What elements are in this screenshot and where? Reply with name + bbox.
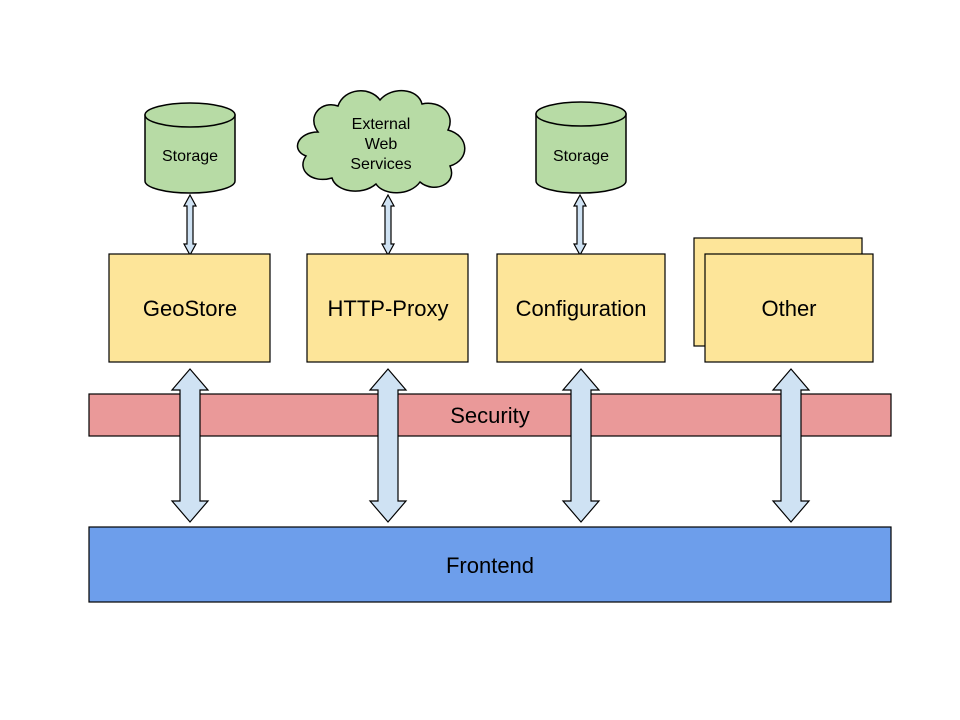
services-line-1: External (352, 116, 411, 133)
geostore-label: GeoStore (143, 296, 237, 321)
cylinder-body (144, 114, 236, 194)
security-label: Security (450, 403, 529, 428)
other-label: Other (761, 296, 816, 321)
other-box-front (704, 253, 874, 363)
arrow-geostore-frontend (170, 368, 210, 523)
http-proxy-label: HTTP-Proxy (328, 296, 449, 321)
frontend-label: Frontend (446, 553, 534, 578)
frontend-bar (88, 526, 892, 603)
cylinder-top (144, 102, 236, 128)
storage-right-label: Storage (553, 148, 609, 165)
configuration-label: Configuration (516, 296, 647, 321)
cylinder-body (535, 113, 627, 194)
configuration-box (496, 253, 666, 363)
arrow-proxy-frontend (368, 368, 408, 523)
storage-left-label: Storage (162, 148, 218, 165)
storage-cylinder-right: Storage (535, 101, 627, 194)
http-proxy-box (306, 253, 469, 363)
external-services-cloud: External Web Services (296, 90, 466, 194)
storage-cylinder-left: Storage (144, 102, 236, 194)
services-line-3: Services (350, 156, 411, 173)
arrow-storage-configuration (572, 193, 588, 257)
arrow-services-proxy (380, 193, 396, 257)
arrow-storage-geostore (182, 193, 198, 257)
security-bar (88, 393, 892, 437)
services-line-2: Web (365, 136, 398, 153)
cylinder-top (535, 101, 627, 127)
cloud-shape (296, 90, 466, 194)
geostore-box (108, 253, 271, 363)
arrow-other-frontend (771, 368, 811, 523)
arrow-configuration-frontend (561, 368, 601, 523)
